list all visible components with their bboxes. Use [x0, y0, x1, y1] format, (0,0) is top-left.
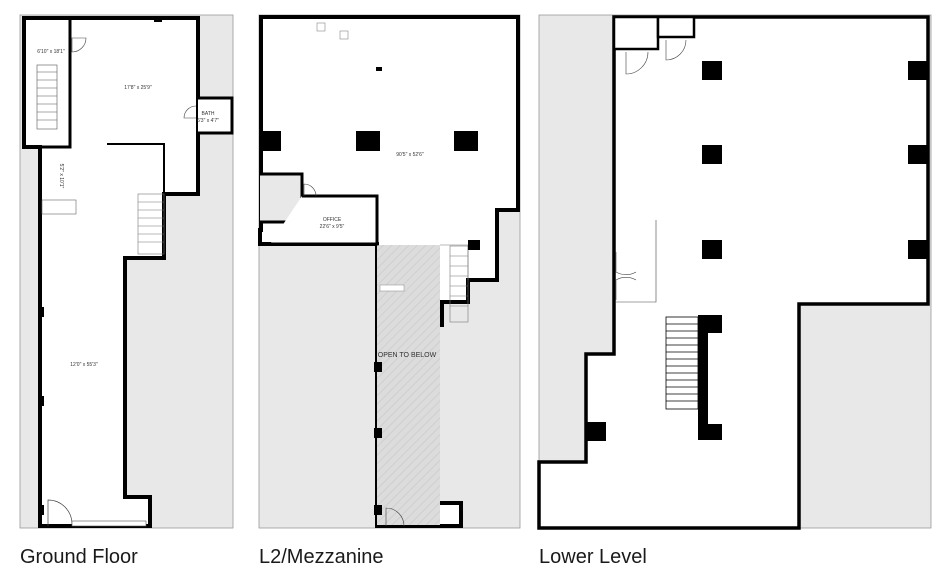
column [38, 505, 44, 515]
door-swing [615, 277, 637, 300]
door-swing [47, 499, 73, 526]
door-swing [615, 252, 637, 275]
room-size-main-lower: 12'0" x 55'3" [70, 362, 98, 368]
stairs [449, 245, 469, 323]
storefront-window [71, 520, 147, 527]
label-open-to-below: OPEN TO BELOW [378, 352, 437, 359]
caption-lower-level: Lower Level [539, 546, 647, 568]
counter [41, 199, 77, 215]
door-swing [625, 51, 649, 75]
stairs [137, 193, 165, 255]
closet [612, 15, 660, 51]
room-size-corridor: 5'2" x 10'1" [58, 164, 64, 189]
column [702, 240, 722, 259]
skylight [316, 22, 326, 32]
hall-partition [107, 143, 165, 194]
open-to-below-area [377, 245, 440, 525]
column [38, 307, 44, 317]
lower-level-plan [537, 14, 932, 530]
room-size-bath: 6'3" x 4'7" [197, 118, 219, 124]
stairs [665, 316, 699, 410]
lower-level-walls [537, 15, 930, 530]
stair-wall [698, 315, 722, 440]
door-swing [183, 105, 197, 119]
floor-plans-canvas: 6'10" x 18'1" 17'8" x 25'9" BATH 6'3" x … [19, 14, 932, 530]
storage-partition [24, 18, 72, 149]
door-swing [665, 39, 687, 61]
partition [616, 220, 657, 303]
room-name-office: OFFICE [323, 217, 342, 223]
column [702, 61, 722, 80]
closet [656, 15, 696, 39]
column [586, 422, 606, 441]
column [356, 131, 380, 151]
ground-floor-plan: 6'10" x 18'1" 17'8" x 25'9" BATH 6'3" x … [19, 14, 234, 529]
mezzanine-plan: 90'5" x 52'6" OFFICE 22'6" x 9'5" OPEN T… [258, 14, 521, 529]
column [908, 240, 928, 259]
door-swing [71, 37, 87, 53]
room-name-bath: BATH [202, 111, 215, 117]
column [908, 145, 928, 164]
column [261, 131, 281, 151]
counter [379, 284, 405, 292]
office-walls [270, 194, 379, 246]
column [454, 131, 478, 151]
column [468, 240, 480, 250]
column [374, 362, 382, 372]
column [702, 145, 722, 164]
room-size-mezzanine-main: 90'5" x 52'6" [396, 152, 424, 158]
room-size-main-upper: 17'8" x 25'9" [124, 85, 152, 91]
room-size-office: 22'6" x 9'5" [320, 224, 345, 230]
column [908, 61, 928, 80]
caption-ground-floor: Ground Floor [20, 546, 138, 568]
column [154, 18, 162, 22]
room-size-storage: 6'10" x 18'1" [37, 49, 65, 55]
stairs [36, 64, 58, 130]
bath-walls [198, 96, 234, 135]
column [374, 505, 382, 515]
door-swing [385, 507, 405, 527]
skylight [339, 30, 349, 40]
column [38, 396, 44, 406]
door-swing [303, 183, 317, 197]
column [374, 428, 382, 438]
column [376, 67, 382, 71]
caption-mezzanine: L2/Mezzanine [259, 546, 384, 568]
